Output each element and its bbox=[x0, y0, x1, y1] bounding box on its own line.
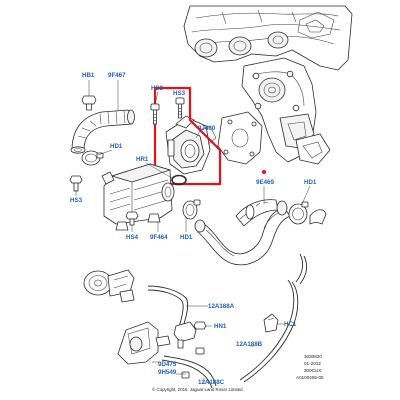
reference-line-3: 300CUX bbox=[304, 368, 321, 373]
bolt-hs3-lower[interactable] bbox=[69, 175, 83, 192]
callout-12a188c[interactable]: 12A188C bbox=[198, 379, 225, 386]
hose-clamp-9e469[interactable] bbox=[245, 204, 255, 220]
reference-line-1: 3030820 bbox=[304, 354, 322, 359]
callout-12a188a[interactable]: 12A188A bbox=[208, 303, 235, 310]
exhaust-manifold bbox=[241, 57, 331, 165]
vacuum-actuator[interactable] bbox=[83, 269, 135, 303]
hose-clamp-hd1-bottom[interactable] bbox=[182, 199, 201, 220]
callout-hs4[interactable]: HS4 bbox=[126, 234, 139, 241]
engine-block bbox=[183, 5, 353, 71]
callout-hd1-bottom[interactable]: HD1 bbox=[180, 234, 193, 241]
vacuum-connector[interactable] bbox=[173, 321, 197, 349]
coolant-hose-9e469[interactable] bbox=[194, 199, 291, 266]
bolt-hn1[interactable] bbox=[193, 321, 207, 330]
vacuum-hose-12a188a[interactable] bbox=[147, 285, 189, 331]
egr-pipe-9f467[interactable] bbox=[70, 109, 135, 154]
bolt-hb1[interactable] bbox=[81, 95, 97, 111]
screw-hs3[interactable] bbox=[175, 97, 185, 119]
reference-line-2: 01-2012 bbox=[304, 361, 321, 366]
callout-hn1[interactable]: HN1 bbox=[214, 323, 227, 330]
egr-valve[interactable] bbox=[165, 115, 217, 175]
leader-lines bbox=[75, 80, 311, 384]
callout-hd1-left[interactable]: HD1 bbox=[110, 143, 123, 150]
callout-9h549[interactable]: 9H549 bbox=[158, 369, 177, 376]
vacuum-hose-12a188c[interactable] bbox=[161, 355, 217, 389]
bolt-hs4[interactable] bbox=[125, 211, 139, 226]
hose-clamp-hd1-right[interactable] bbox=[288, 201, 327, 225]
vacuum-hose-12a188b[interactable] bbox=[239, 253, 308, 383]
hose-clamp-hd1-left[interactable] bbox=[81, 150, 104, 166]
callout-hs3[interactable]: HS3 bbox=[173, 90, 186, 97]
callout-hs2[interactable]: HS2 bbox=[151, 85, 164, 92]
clip-hc1[interactable] bbox=[263, 313, 279, 333]
callout-12a188b[interactable]: 12A188B bbox=[236, 341, 263, 348]
egr-cooler-9f464[interactable] bbox=[101, 163, 175, 231]
reference-block: 3030820 01-2012 300CUX A0100455-05 bbox=[296, 354, 324, 380]
callout-9f467[interactable]: 9F467 bbox=[108, 72, 126, 79]
callout-9e469[interactable]: 9E469 bbox=[256, 179, 274, 186]
solenoid-valve-9d475[interactable] bbox=[117, 321, 171, 365]
callout-9d475[interactable]: 9D475 bbox=[158, 361, 177, 368]
reference-line-4: A0100455-05 bbox=[296, 375, 324, 380]
callout-hb1[interactable]: HB1 bbox=[82, 72, 95, 79]
o-ring-hr1[interactable] bbox=[171, 174, 187, 186]
callout-hs3-lower[interactable]: HS3 bbox=[70, 197, 83, 204]
callout-hr1[interactable]: HR1 bbox=[136, 156, 149, 163]
egr-mounting-plate bbox=[217, 111, 263, 165]
connector-9h549[interactable] bbox=[181, 347, 205, 379]
callout-9f464[interactable]: 9F464 bbox=[150, 234, 168, 241]
callout-9j460[interactable]: 9J460 bbox=[198, 125, 216, 132]
screw-hs2[interactable] bbox=[150, 103, 160, 125]
callout-labels: HB1 9F467 HS2 HS3 9J460 HD1 HR1 9E469 HD… bbox=[70, 72, 317, 386]
callout-hd1-right[interactable]: HD1 bbox=[304, 179, 317, 186]
marker-dot bbox=[262, 170, 266, 174]
copyright-text: © Copyright, 2016. Jaguar Land Rover Lim… bbox=[152, 387, 243, 392]
callout-hc1[interactable]: HC1 bbox=[284, 321, 297, 328]
